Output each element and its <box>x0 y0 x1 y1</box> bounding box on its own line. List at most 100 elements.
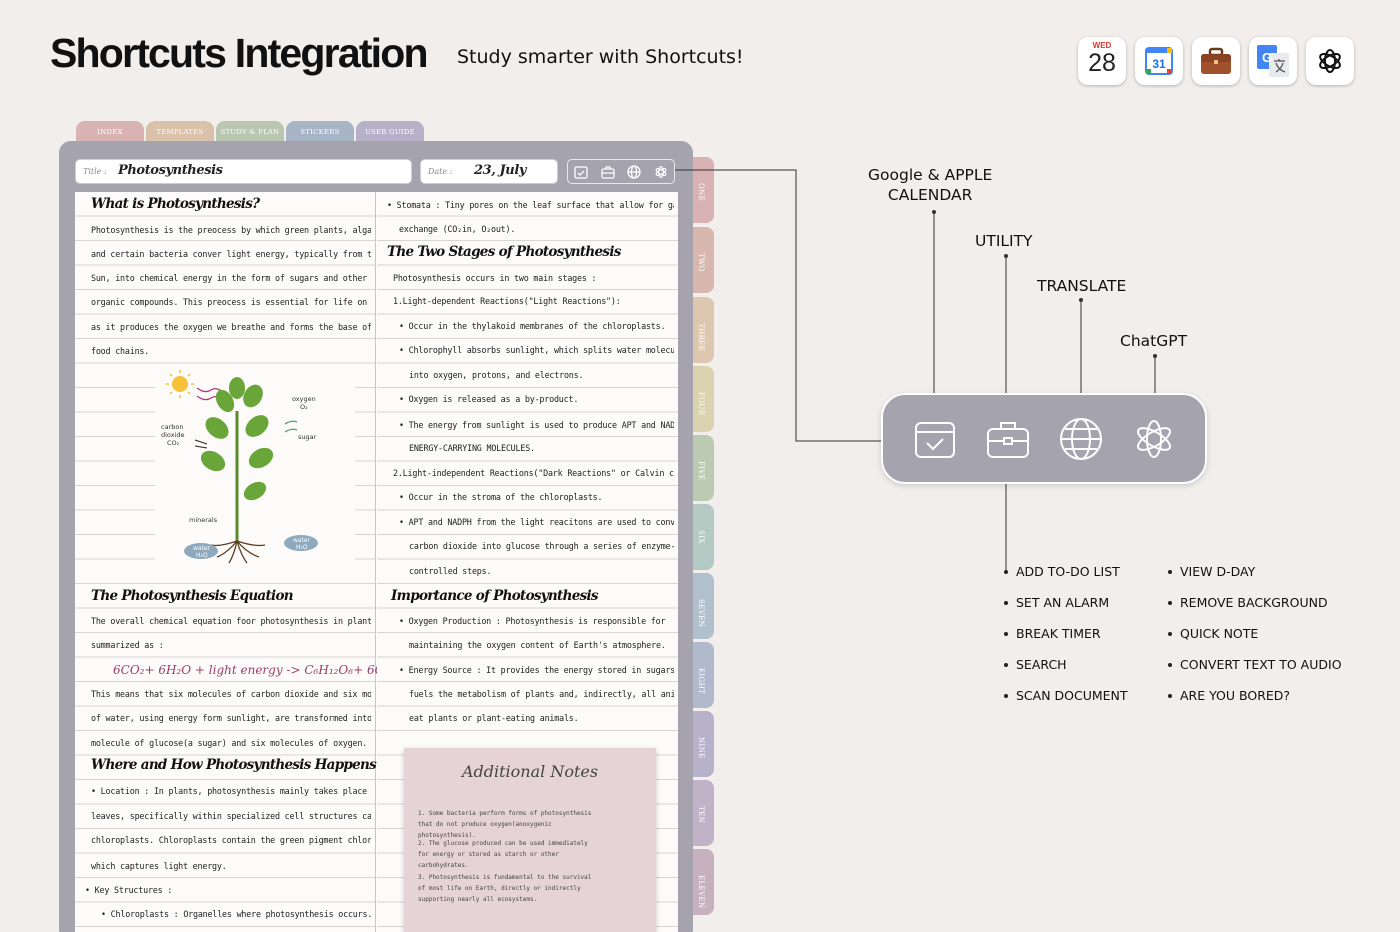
google-translate-icon[interactable]: G <box>1249 37 1297 85</box>
text-line: This means that six molecules of carbon … <box>91 689 371 699</box>
text-line: fuels the metabolism of plants and, indi… <box>409 689 674 699</box>
text-line: • Occur in the stroma of the chloroplast… <box>399 492 603 502</box>
heading-equation: The Photosynthesis Equation <box>91 588 294 604</box>
side-tab-three[interactable]: THREE <box>692 297 714 363</box>
toolbox-icon[interactable] <box>601 165 615 179</box>
text-line: The overall chemical equation foor photo… <box>91 616 371 626</box>
shortcut-are-you-bored[interactable]: ARE YOU BORED? <box>1167 688 1291 703</box>
callout-utility: UTILITY <box>975 232 1033 250</box>
chatgpt-icon[interactable] <box>1132 417 1176 461</box>
chatgpt-icon[interactable] <box>1306 37 1354 85</box>
sugar-label: sugar <box>298 433 317 441</box>
text-line: carbon dioxide into glucose through a se… <box>409 541 674 551</box>
title-label: Title : <box>83 167 107 176</box>
side-tab-eleven[interactable]: ELEVEN <box>692 849 714 915</box>
h2o-left-label: H₂O <box>196 552 208 559</box>
text-line: Photosynthesis occurs in two main stages… <box>393 273 597 283</box>
shortcut-toolbar <box>567 159 675 184</box>
calendar-check-icon[interactable] <box>913 417 957 461</box>
text-line: food chains. <box>91 346 150 356</box>
globe-icon[interactable] <box>627 164 641 179</box>
apple-calendar-icon[interactable]: WED 28 <box>1078 37 1126 85</box>
water-left-label: water <box>193 545 211 552</box>
chatgpt-icon[interactable] <box>654 165 668 179</box>
plant-diagram: oxygen O₂ carbon dioxide CO₂ sugar miner… <box>155 366 355 576</box>
google-calendar-icon[interactable]: 31 <box>1135 37 1183 85</box>
side-tab-six[interactable]: SIX <box>692 504 714 570</box>
left-column: What is Photosynthesis? Photosynthesis i… <box>75 192 389 932</box>
side-tab-two[interactable]: TWO <box>692 227 714 293</box>
globe-icon[interactable] <box>1059 417 1103 461</box>
shortcut-set-alarm[interactable]: SET AN ALARM <box>1003 595 1110 610</box>
side-tab-eight[interactable]: EIGHT <box>692 642 714 708</box>
text-line: maintaining the oxygen content of Earth'… <box>409 640 666 650</box>
text-line: • Chloroplasts : Organelles where photos… <box>101 909 371 919</box>
text-line: exchange (CO₂in, O₂out). <box>399 224 516 234</box>
text-line: controlled steps. <box>409 566 492 576</box>
page-title: Shortcuts Integration <box>50 30 429 76</box>
side-tab-nine[interactable]: NINE <box>692 711 714 777</box>
briefcase-icon[interactable] <box>1192 37 1240 85</box>
text-line: organic compounds. This preocess is esse… <box>91 297 371 307</box>
side-tab-one[interactable]: ONE <box>692 157 714 223</box>
text-line: and certain bacteria conver light energy… <box>91 249 371 259</box>
shortcut-toolbar-large <box>881 393 1207 484</box>
shortcut-remove-background[interactable]: REMOVE BACKGROUND <box>1168 595 1328 610</box>
callout-translate: TRANSLATE <box>1037 277 1127 295</box>
callout-chatgpt: ChatGPT <box>1120 332 1188 350</box>
shortcut-view-dday[interactable]: VIEW D-DAY <box>1167 564 1256 579</box>
side-tab-four[interactable]: FOUR <box>692 366 714 432</box>
heading-two-stages: The Two Stages of Photosynthesis <box>387 244 621 260</box>
heading-what-is: What is Photosynthesis? <box>91 196 260 212</box>
app-icon-row: WED 28 31 G <box>1078 37 1354 85</box>
toolbox-icon[interactable] <box>986 417 1030 461</box>
note-item: 3. Photosynthesis is fundamental to the … <box>418 874 592 903</box>
text-line: Photosynthesis is the preocess by which … <box>91 225 371 235</box>
co2-label: CO₂ <box>167 439 180 447</box>
text-line: • The energy from sunlight is used to pr… <box>399 420 674 430</box>
side-tab-five[interactable]: FIVE <box>692 435 714 501</box>
calendar-day-label: WED <box>1092 41 1112 50</box>
shortcut-quick-note[interactable]: QUICK NOTE <box>1167 626 1259 641</box>
shortcut-add-todo[interactable]: ADD TO-DO LIST <box>1004 564 1120 579</box>
text-line: summarized as : <box>91 640 164 650</box>
text-line: • Stomata : Tiny pores on the leaf surfa… <box>387 200 674 210</box>
text-line: molecule of glucose(a sugar) and six mol… <box>91 738 368 748</box>
shortcut-scan-document[interactable]: SCAN DOCUMENT <box>1004 688 1128 703</box>
shortcut-text-to-audio[interactable]: CONVERT TEXT TO AUDIO <box>1168 657 1342 672</box>
title-field[interactable]: Title : Photosynthesis <box>75 159 412 184</box>
text-line: • Occur in the thylakoid membranes of th… <box>399 321 666 331</box>
text-line: • Location : In plants, photosynthesis m… <box>91 786 371 796</box>
text-line: 2.Light-independent Reactions("Dark Reac… <box>393 468 674 478</box>
notes-title: Additional Notes <box>461 762 599 781</box>
date-label: Date : <box>428 167 453 176</box>
shortcut-search[interactable]: SEARCH <box>1004 657 1067 672</box>
text-line: • APT and NADPH from the light reacitons… <box>399 517 674 527</box>
text-line: which captures light energy. <box>91 861 227 871</box>
text-line: into oxygen, protons, and electrons. <box>409 370 584 380</box>
date-value: 23, July <box>474 163 527 178</box>
text-line: of water, using energy form sunlight, ar… <box>91 713 371 723</box>
side-tab-ten[interactable]: TEN <box>692 780 714 846</box>
water-right-label: water <box>293 537 311 544</box>
h2o-right-label: H₂O <box>296 544 308 551</box>
additional-notes-card[interactable]: Additional Notes 1. Some bacteria perfor… <box>404 748 656 932</box>
text-line: Sun, into chemical energy in the form of… <box>91 273 368 283</box>
side-tab-seven[interactable]: SEVEN <box>692 573 714 639</box>
callout-calendar: Google & APPLE CALENDAR <box>868 166 993 204</box>
note-item: 2. The glucose produced can be used imme… <box>418 840 588 869</box>
text-line: • Oxygen Production : Photosynthesis is … <box>399 616 666 626</box>
photosynthesis-equation: 6CO₂+ 6H₂O + light energy -> C₆H₁₂O₆+ 6O… <box>113 663 390 677</box>
heading-where-how: Where and How Photosynthesis Happens <box>91 757 377 773</box>
date-field[interactable]: Date : 23, July <box>420 159 558 184</box>
text-line: leaves, specifically within specialized … <box>91 811 371 821</box>
calendar-date-label: 28 <box>1088 49 1116 77</box>
o2-label: O₂ <box>300 403 308 411</box>
text-line: as it produces the oxygen we breathe and… <box>91 322 371 332</box>
translate-letter: G <box>1262 50 1272 65</box>
calendar-check-icon[interactable] <box>574 165 588 179</box>
shortcut-break-timer[interactable]: BREAK TIMER <box>1004 626 1101 641</box>
text-line: • Chlorophyll absorbs sunlight, which sp… <box>399 345 674 355</box>
heading-importance: Importance of Photosynthesis <box>391 588 599 604</box>
text-line: • Energy Source : It provides the energy… <box>399 665 674 675</box>
